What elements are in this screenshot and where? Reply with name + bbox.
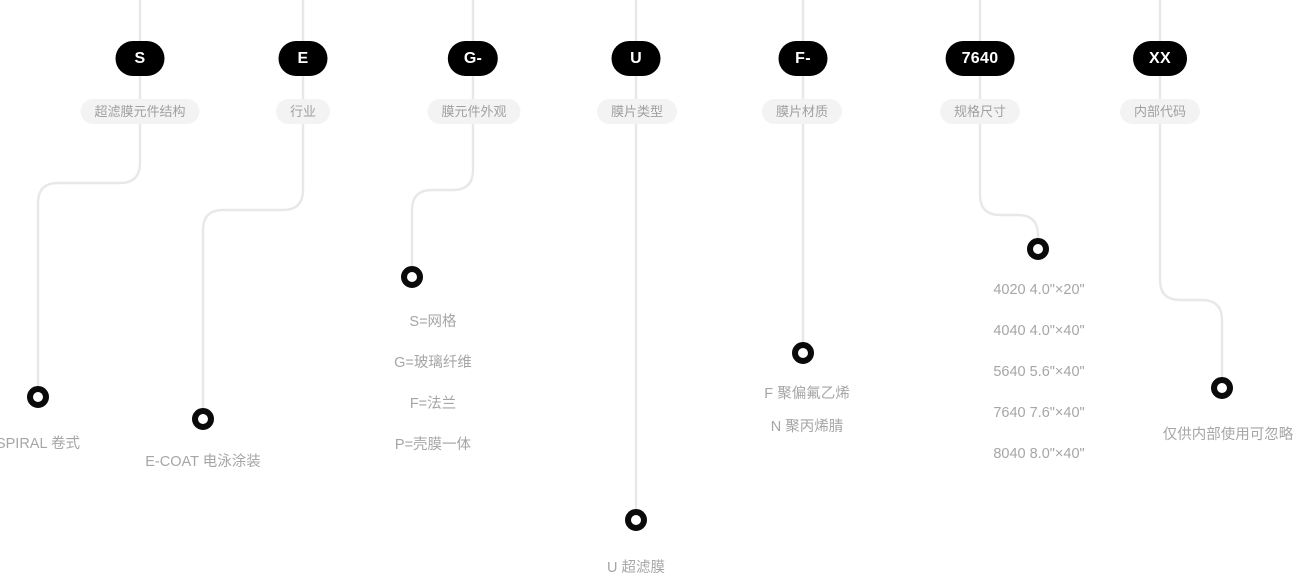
category-chip-industry[interactable]: 行业 xyxy=(275,99,331,124)
category-chip-internal-code[interactable]: 内部代码 xyxy=(1119,99,1201,124)
code-badge-membrane-type[interactable]: U xyxy=(611,41,661,76)
value-item: S=网格 xyxy=(409,314,457,330)
value-item: 7640 7.6"×40" xyxy=(993,405,1085,421)
value-list-internal-code: 仅供内部使用可忽略 xyxy=(1163,415,1294,456)
endpoint-marker-membrane-type xyxy=(625,509,647,531)
endpoint-marker-size xyxy=(1027,238,1049,260)
value-list-size: 4020 4.0"×20" 4040 4.0"×40" 5640 5.6"×40… xyxy=(993,270,1084,475)
value-list-membrane-material: F 聚偏氟乙烯 N 聚丙烯腈 xyxy=(764,378,849,444)
value-item: E-COAT 电泳涂装 xyxy=(145,454,261,470)
category-chip-appearance[interactable]: 膜元件外观 xyxy=(427,99,521,124)
value-item: 4040 4.0"×40" xyxy=(993,323,1085,339)
value-item: 8040 8.0"×40" xyxy=(993,446,1085,462)
value-list-appearance: S=网格 G=玻璃纤维 F=法兰 P=壳膜一体 xyxy=(394,302,472,466)
value-item: F=法兰 xyxy=(409,396,457,412)
category-chip-membrane-material[interactable]: 膜片材质 xyxy=(761,99,843,124)
value-list-membrane-type: U 超滤膜 xyxy=(607,548,665,573)
category-chip-structure[interactable]: 超滤膜元件结构 xyxy=(80,99,200,124)
value-item: U 超滤膜 xyxy=(607,560,665,573)
code-badge-structure[interactable]: S xyxy=(115,41,165,76)
category-chip-size[interactable]: 规格尺寸 xyxy=(939,99,1021,124)
value-item: G=玻璃纤维 xyxy=(394,355,472,371)
category-chip-membrane-type[interactable]: 膜片类型 xyxy=(596,99,678,124)
value-item: N 聚丙烯腈 xyxy=(770,419,844,435)
code-badge-industry[interactable]: E xyxy=(278,41,328,76)
endpoint-marker-appearance xyxy=(401,266,423,288)
code-badge-size[interactable]: 7640 xyxy=(945,41,1015,76)
value-list-structure: SPIRAL 卷式 xyxy=(0,424,80,465)
value-item: 仅供内部使用可忽略 xyxy=(1162,427,1294,443)
value-item: F 聚偏氟乙烯 xyxy=(764,386,850,402)
value-item: 5640 5.6"×40" xyxy=(993,364,1085,380)
code-badge-internal-code[interactable]: XX xyxy=(1133,41,1187,76)
value-item: SPIRAL 卷式 xyxy=(0,436,81,452)
value-list-industry: E-COAT 电泳涂装 xyxy=(145,442,260,483)
endpoint-marker-membrane-material xyxy=(792,342,814,364)
code-badge-membrane-material[interactable]: F- xyxy=(778,41,828,76)
endpoint-marker-industry xyxy=(192,408,214,430)
connector-path-size xyxy=(978,0,1040,251)
endpoint-marker-internal-code xyxy=(1211,377,1233,399)
code-badge-appearance[interactable]: G- xyxy=(447,41,499,76)
value-item: 4020 4.0"×20" xyxy=(993,282,1085,298)
value-item: P=壳膜一体 xyxy=(394,437,472,453)
endpoint-marker-structure xyxy=(27,386,49,408)
